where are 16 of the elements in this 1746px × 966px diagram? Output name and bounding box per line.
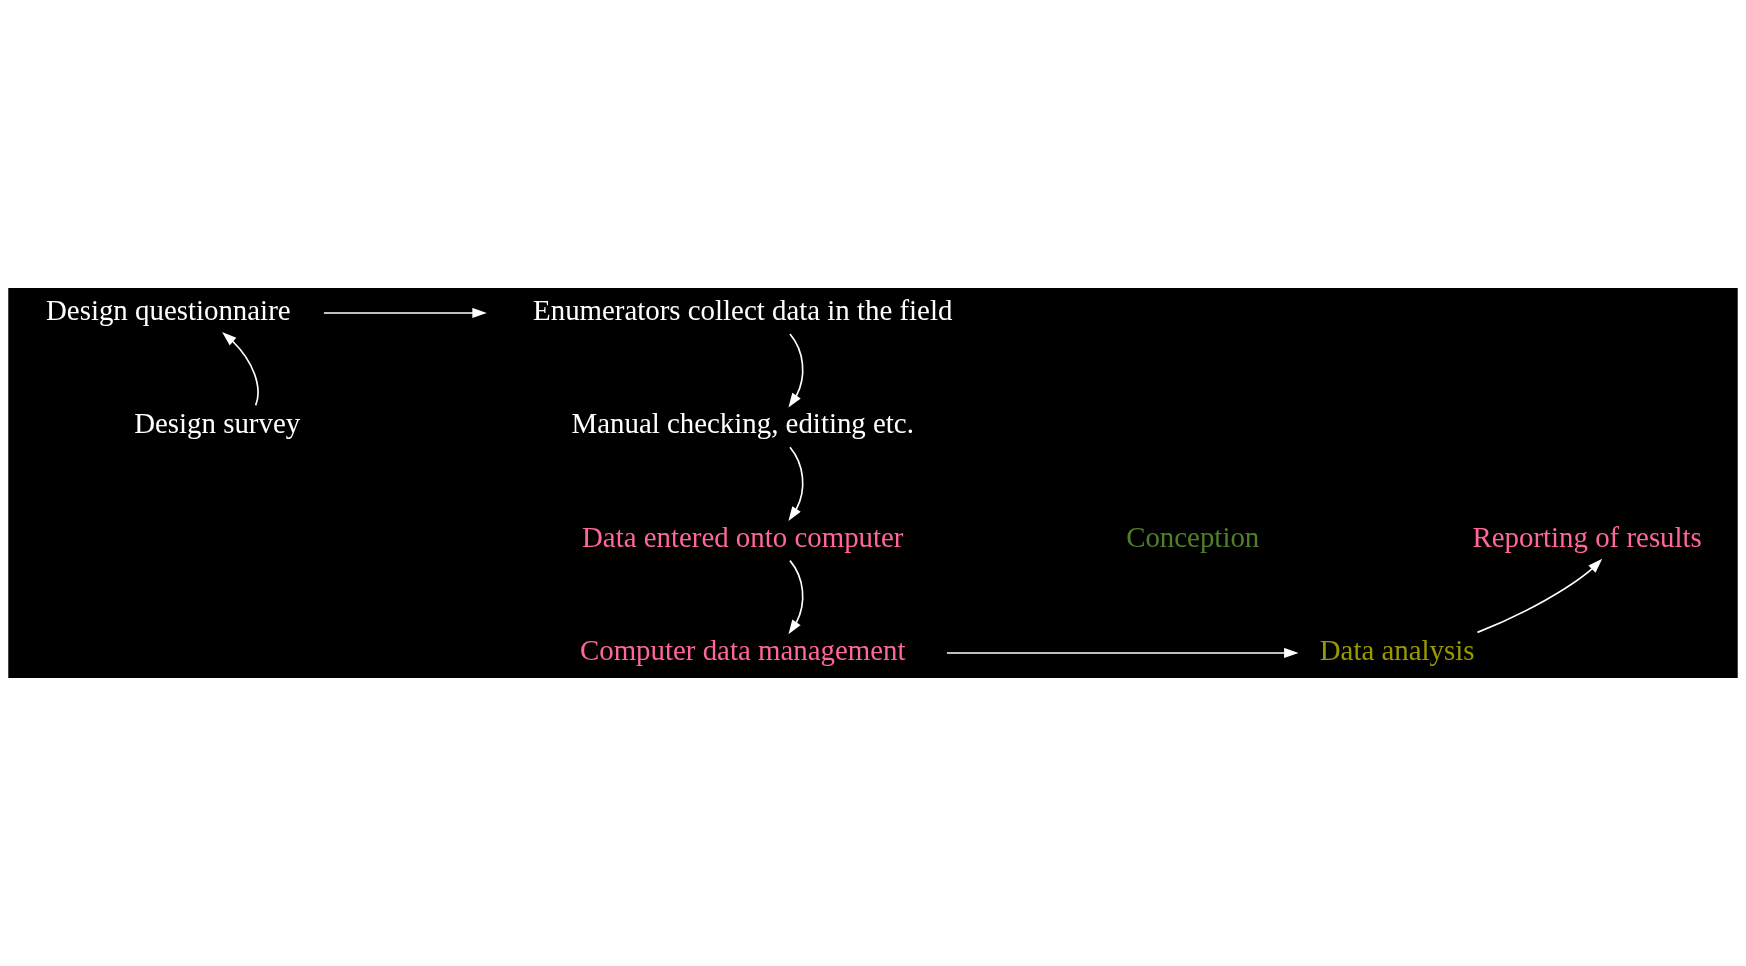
arrow (788, 446, 804, 521)
label: Conception (1126, 520, 1260, 553)
arrow (323, 307, 487, 319)
arrow (946, 647, 1299, 659)
node-text: Design survey (134, 407, 301, 440)
node-text: Data analysis (1319, 634, 1475, 666)
node-text: Computer data management (579, 634, 906, 666)
node-text: Data entered onto computer (581, 520, 904, 553)
arrow (788, 559, 804, 635)
node-text: Enumerators collect data in the field (533, 294, 953, 326)
node-text: Manual checking, editing etc. (571, 407, 914, 440)
arrow (1476, 558, 1603, 634)
node-text: Design questionnaire (45, 294, 291, 326)
node-text: Reporting of results (1472, 520, 1702, 553)
arrow (788, 333, 804, 408)
arrow (222, 332, 259, 407)
